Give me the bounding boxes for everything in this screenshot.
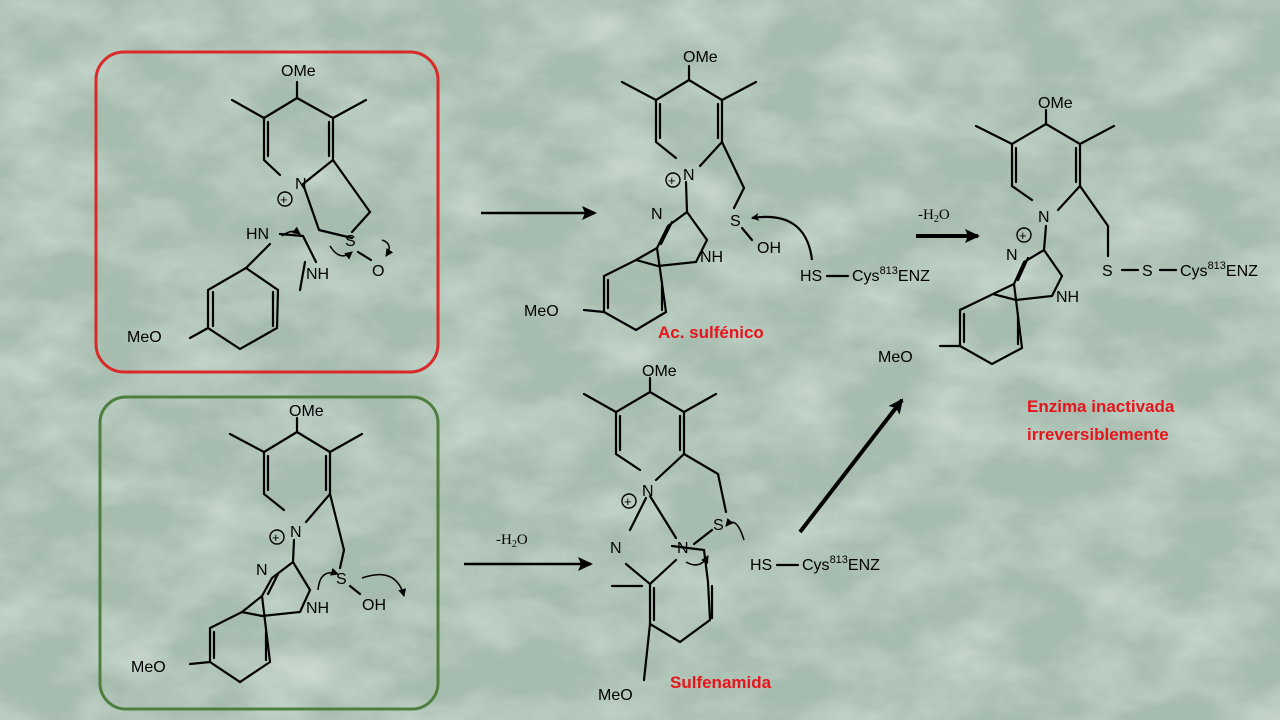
ome-label: OMe (683, 49, 718, 66)
charge-sign: + (1019, 228, 1027, 243)
nh-label: NH (700, 249, 723, 266)
positive-charge-icon (269, 529, 285, 545)
label-enzyme-line2: irreversiblemente (1027, 425, 1169, 444)
imine-n: N (1006, 247, 1018, 264)
positive-charge-icon (621, 493, 637, 509)
molecule-sulfenamide: OMe N + N N S MeO HS Cys813ENZ Sulfenami… (582, 363, 880, 704)
cys-reagent: Cys813ENZ (802, 554, 880, 574)
molecule-sulfenic-acid: OMe N + N NH S OH MeO HS Cys813ENZ Ac. s… (524, 49, 930, 342)
nh-label: NH (306, 266, 329, 283)
ome-label: OMe (281, 63, 316, 80)
hn-label: HN (246, 226, 269, 243)
pyridinium-n: N (295, 176, 307, 193)
imine-n: N (256, 562, 268, 579)
oxygen-label: O (372, 263, 384, 280)
ome-label: OMe (1038, 95, 1073, 112)
meo-label: MeO (598, 687, 633, 704)
red-highlight-box (94, 50, 440, 374)
molecule-sulfenic-acid-boxed: OMe N + N NH S OH MeO (131, 403, 407, 684)
label-enzyme-line1: Enzima inactivada (1027, 397, 1175, 416)
charge-sign: + (624, 494, 632, 509)
meo-label: MeO (524, 303, 559, 320)
charge-sign: + (272, 530, 280, 545)
pyridinium-n: N (1038, 209, 1050, 226)
nh-label: NH (306, 600, 329, 617)
meo-label: MeO (878, 349, 913, 366)
sulfur-label-1: S (1102, 263, 1113, 280)
imine-n: N (651, 206, 663, 223)
label-sulfenic-acid: Ac. sulfénico (658, 323, 764, 342)
positive-charge-icon (277, 191, 293, 207)
pyridinium-n: N (683, 167, 695, 184)
molecule-disulfide-adduct: OMe N + N NH S S Cys813ENZ MeO Enzima in… (878, 95, 1258, 444)
label-sulfenamide: Sulfenamida (670, 673, 772, 692)
sulfur-label: S (713, 517, 724, 534)
thiol-hs: HS (750, 557, 772, 574)
imine-n: N (610, 540, 622, 557)
ome-label: OMe (289, 403, 324, 420)
positive-charge-icon (665, 172, 681, 188)
molecule-spiro-intermediate: OMe N + HN NH S O MeO (127, 63, 394, 351)
pyridinium-n: N (642, 483, 654, 500)
sulfur-label: S (336, 571, 347, 588)
meo-label: MeO (127, 329, 162, 346)
green-highlight-box (98, 395, 440, 711)
condition-dehydration-top: -H2O (918, 207, 950, 225)
sulfur-label: S (730, 213, 741, 230)
reaction-arrow-diagonal (798, 398, 904, 534)
ring-n: N (677, 540, 689, 557)
cys-enzyme: Cys813ENZ (1180, 260, 1258, 280)
condition-dehydration-bottom: -H2O (496, 532, 528, 550)
meo-label: MeO (131, 659, 166, 676)
thiol-hs: HS (800, 268, 822, 285)
pyridinium-n: N (290, 524, 302, 541)
charge-sign: + (280, 192, 288, 207)
charge-sign: + (668, 173, 676, 188)
cys-reagent: Cys813ENZ (852, 265, 930, 285)
ome-label: OMe (642, 363, 677, 380)
nh-label: NH (1056, 289, 1079, 306)
oh-label: OH (362, 597, 386, 614)
sulfur-label: S (345, 233, 356, 250)
positive-charge-icon (1016, 227, 1032, 243)
sulfur-label-2: S (1142, 263, 1153, 280)
oh-label: OH (757, 240, 781, 257)
